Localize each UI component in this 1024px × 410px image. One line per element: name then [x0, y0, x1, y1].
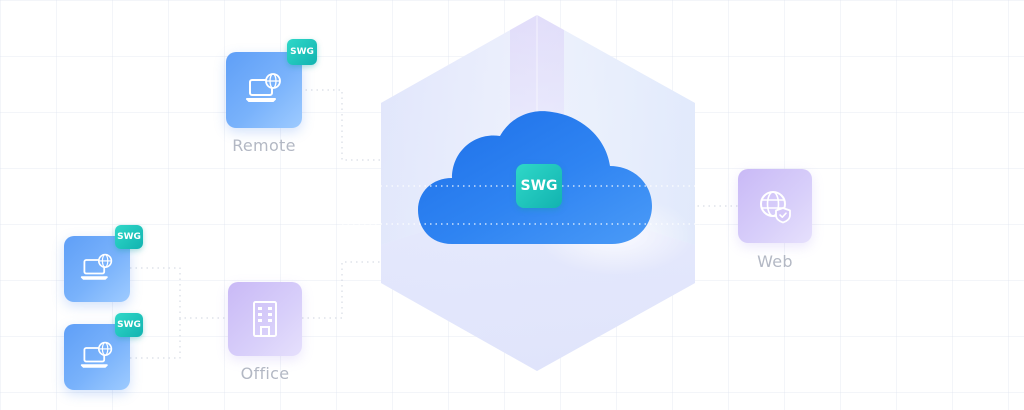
office-building-icon: [253, 301, 277, 337]
cloud-swg-badge: SWG: [516, 164, 562, 208]
laptop-a-swg-badge: SWG: [115, 225, 143, 249]
laptop-globe-icon: [246, 73, 281, 102]
laptop-b-swg-label: SWG: [117, 320, 141, 330]
web-label: Web: [757, 252, 793, 271]
connector-lines: [130, 89, 738, 359]
globe-shield-icon: [760, 191, 791, 224]
office-label: Office: [240, 364, 290, 383]
remote-label: Remote: [232, 136, 296, 155]
cloud-swg-label: SWG: [520, 178, 558, 194]
laptop-b-swg-badge: SWG: [115, 313, 143, 337]
laptop-globe-icon: [80, 253, 113, 280]
laptop-a-swg-label: SWG: [117, 232, 141, 242]
remote-laptop-tile: [226, 52, 302, 128]
remote-swg-badge: SWG: [287, 39, 317, 65]
web-tile: [738, 169, 812, 243]
remote-swg-label: SWG: [290, 47, 314, 57]
laptop-globe-icon: [80, 341, 113, 368]
office-tile: [228, 282, 302, 356]
